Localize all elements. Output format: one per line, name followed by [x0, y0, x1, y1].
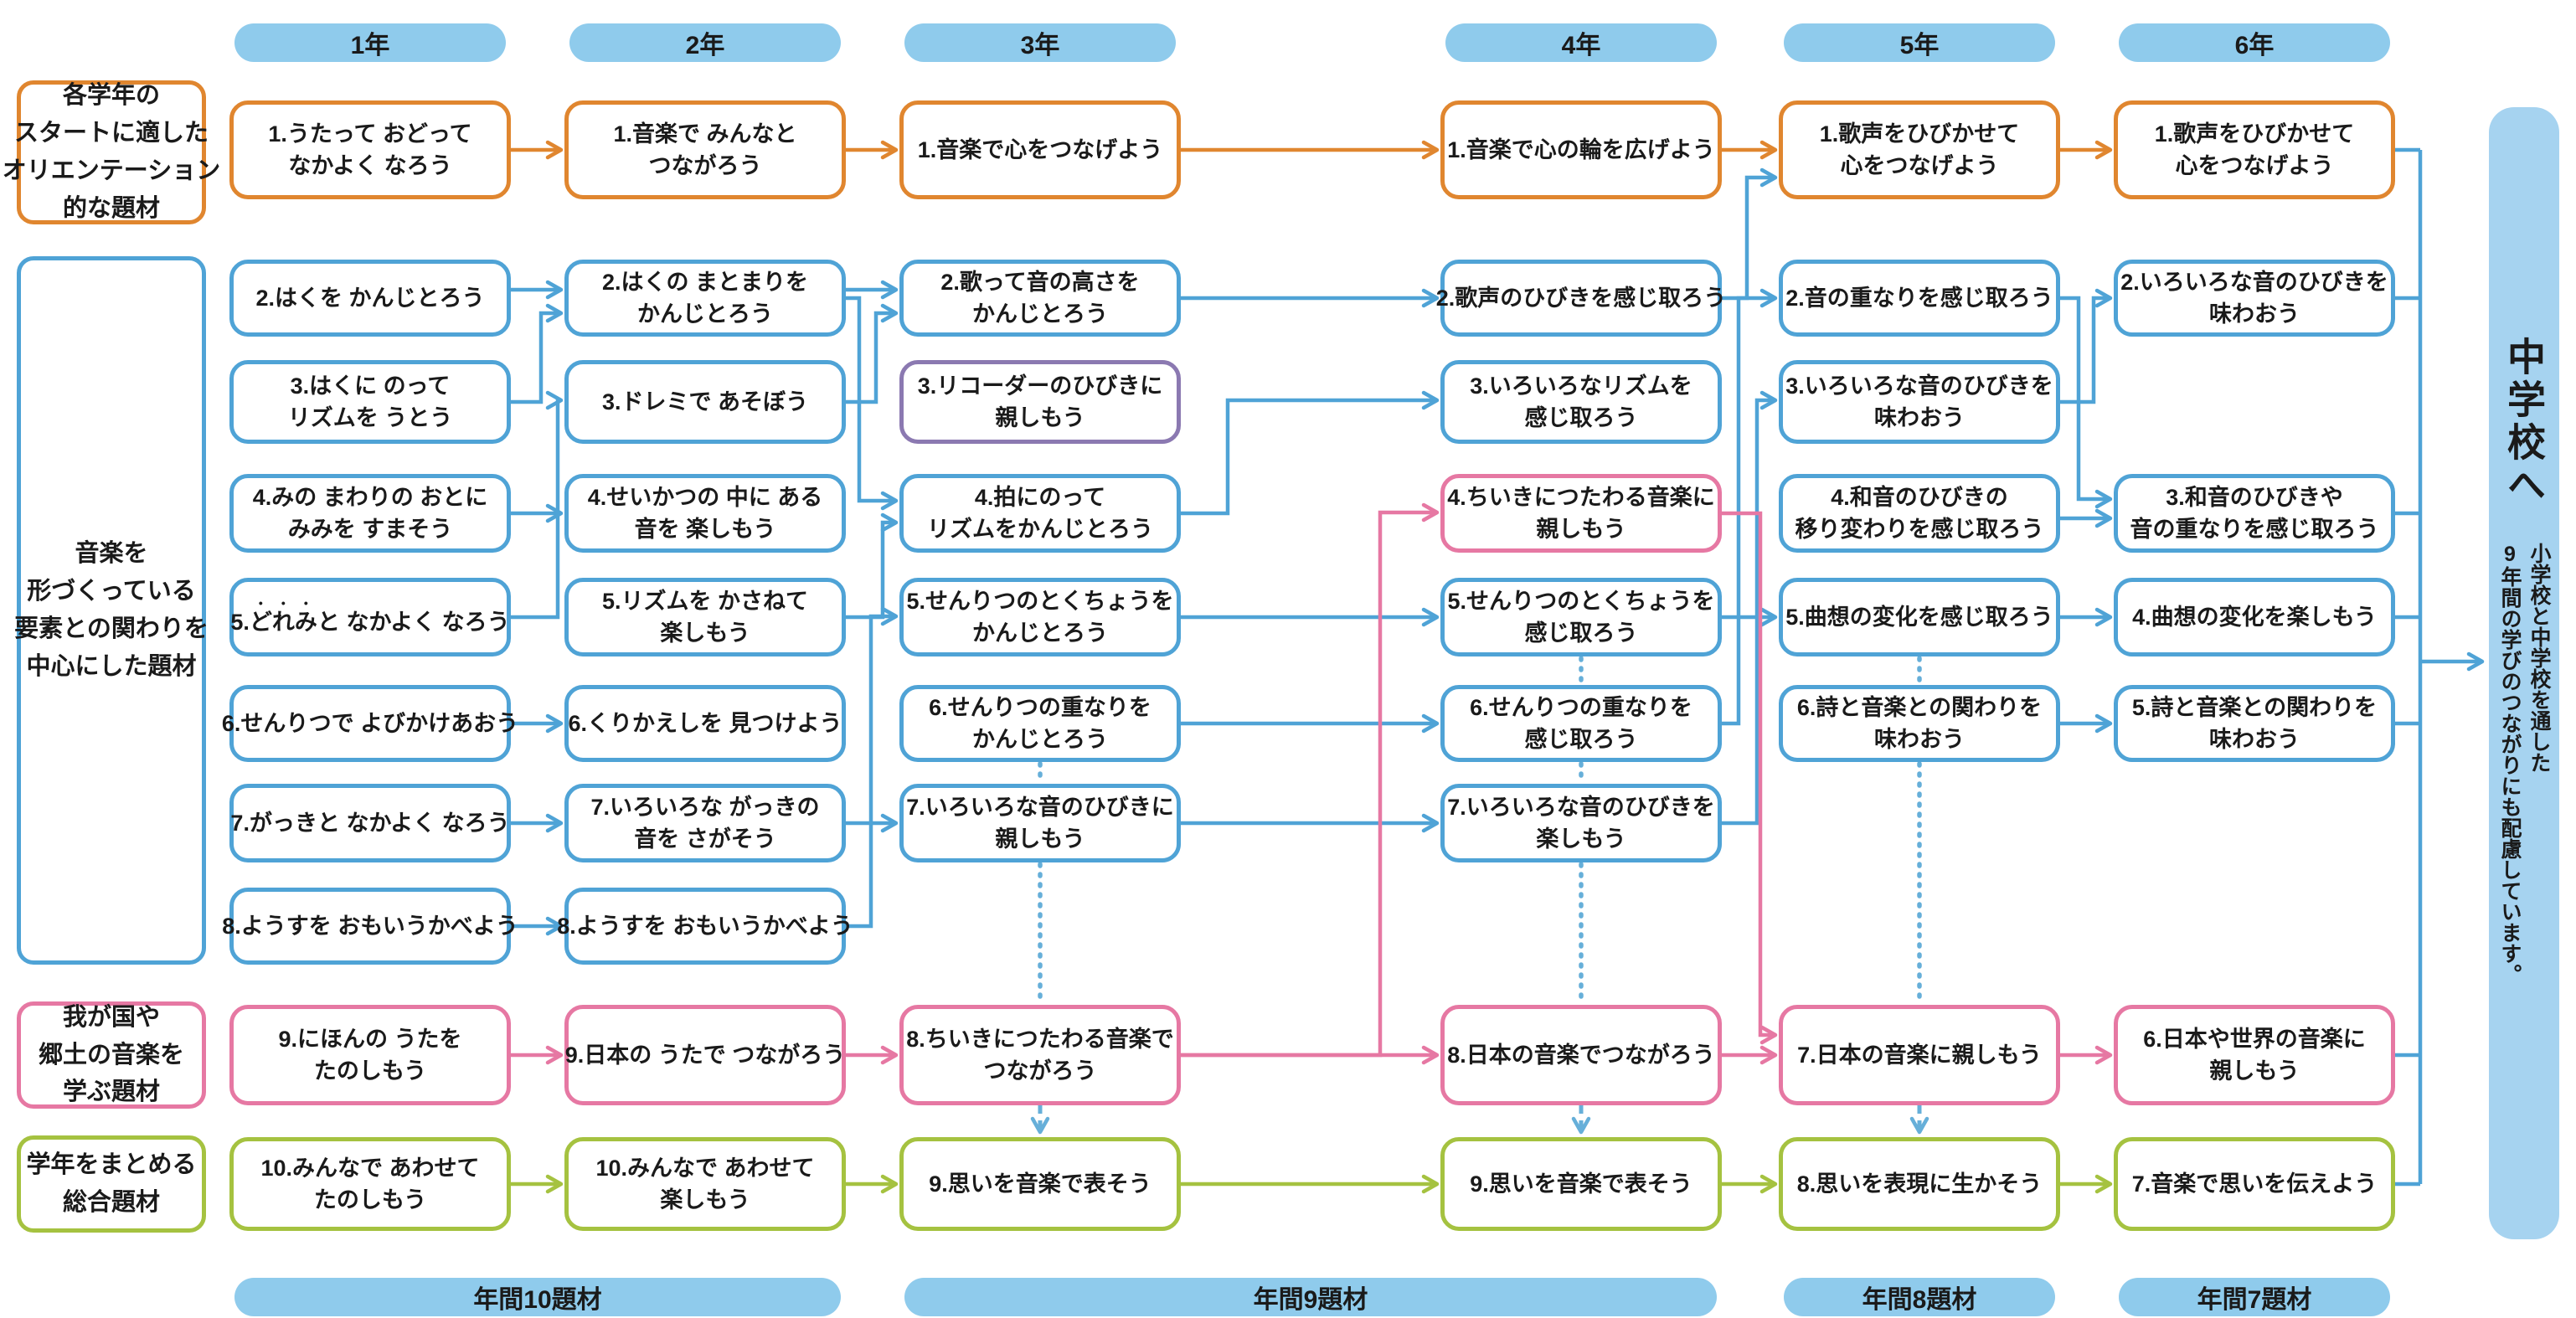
- topic-box-3年-c3-r7: 7.いろいろな音のひびきに親しもう: [899, 784, 1181, 862]
- topic-box-4年-c4-r6: 6.せんりつの重なりを感じ取ろう: [1440, 685, 1722, 762]
- topic-box-3年-c3-r1: 1.音楽で心をつなげよう: [899, 100, 1181, 199]
- topic-box-1年-c1-r6: 6.せんりつで よびかけあおう: [222, 685, 518, 762]
- topic-box-2年-c2-r8: 8.ようすを おもいうかべよう: [557, 888, 853, 965]
- topic-box-1年-c1-r2: 2.はくを かんじとろう: [229, 260, 511, 337]
- topic-box-2年-c2-r5: 5.リズムを かさねて楽しもう: [564, 578, 846, 656]
- middle-school-box: [2489, 107, 2559, 1239]
- middle-school-note-line-1: 小学校と中学校を通した: [2527, 543, 2551, 773]
- topic-box-5年-c5-r5: 5.曲想の変化を感じ取ろう: [1779, 578, 2060, 656]
- topic-box-2年-c2-r4: 4.せいかつの 中に ある音を 楽しもう: [564, 474, 846, 553]
- topic-box-5年-c5-r1: 1.歌声をひびかせて心をつなげよう: [1779, 100, 2060, 199]
- topic-box-5年-c5-r6: 6.詩と音楽との関わりを味わおう: [1779, 685, 2060, 762]
- topic-box-1年-c1-r8: 8.ようすを おもいうかべよう: [222, 888, 518, 965]
- middle-school-note: 小学校と中学校を通した 9年間の学びのつながりにも配慮しています。: [2495, 543, 2553, 1079]
- topic-box-3年-c3-r4: 4.拍にのってリズムをかんじとろう: [899, 474, 1181, 553]
- topic-box-3年-c3-r3: 3.リコーダーのひびきに親しもう: [899, 360, 1181, 444]
- topic-box-3年-c3-pk: 8.ちいきにつたわる音楽でつながろう: [899, 1005, 1181, 1105]
- year-header-3年: 3年: [904, 23, 1176, 62]
- year-header-6年: 6年: [2119, 23, 2390, 62]
- middle-school-note-wrap: 小学校と中学校を通した 9年間の学びのつながりにも配慮しています。: [2492, 543, 2556, 1079]
- topic-box-2年-c2-r7: 7.いろいろな がっきの音を さがそう: [564, 784, 846, 862]
- topic-box-4年-c4-r2: 2.歌声のひびきを感じ取ろう: [1436, 260, 1726, 337]
- topic-box-5年-c5-gr: 8.思いを表現に生かそう: [1779, 1137, 2060, 1231]
- topic-box-6年-c6-r3: 3.和音のひびきや音の重なりを感じ取ろう: [2114, 474, 2395, 553]
- topic-box-3年-c3-r5: 5.せんりつのとくちょうをかんじとろう: [899, 578, 1181, 656]
- topic-box-2年-c2-r1: 1.音楽で みんなとつながろう: [564, 100, 846, 199]
- topic-box-4年-c4-r5: 5.せんりつのとくちょうを感じ取ろう: [1440, 578, 1722, 656]
- middle-school-title: 中学校へ: [2502, 337, 2546, 507]
- annual-pill-年間9題材: 年間9題材: [904, 1278, 1717, 1316]
- category-label-orientation: 各学年のスタートに適したオリエンテーション的な題材: [3, 80, 220, 224]
- category-label-japan: 我が国や郷土の音楽を学ぶ題材: [17, 1001, 206, 1109]
- topic-box-5年-c5-r2: 2.音の重なりを感じ取ろう: [1779, 260, 2060, 337]
- middle-school-note-line-2: 9年間の学びのつながりにも配慮しています。: [2498, 543, 2522, 985]
- topic-box-1年-c1-r7: 7.がっきと なかよく なろう: [229, 784, 511, 862]
- topic-box-2年-c2-gr: 10.みんなで あわせて楽しもう: [564, 1137, 846, 1231]
- topic-box-3年-c3-gr: 9.思いを音楽で表そう: [899, 1137, 1181, 1231]
- year-header-2年: 2年: [569, 23, 841, 62]
- topic-box-2年-c2-r2: 2.はくの まとまりをかんじとろう: [564, 260, 846, 337]
- annual-pill-年間10題材: 年間10題材: [234, 1278, 841, 1316]
- topic-box-4年-c4-r4: 4.ちいきにつたわる音楽に親しもう: [1440, 474, 1722, 553]
- middle-school-title-wrap: 中学校へ: [2489, 337, 2559, 521]
- topic-box-5年-c5-pk: 7.日本の音楽に親しもう: [1779, 1005, 2060, 1105]
- topic-box-5年-c5-r3: 3.いろいろな音のひびきを味わおう: [1779, 360, 2060, 444]
- annual-pill-年間8題材: 年間8題材: [1784, 1278, 2055, 1316]
- topic-box-1年-c1-r1: 1.うたって おどってなかよく なろう: [229, 100, 511, 199]
- annual-pill-年間7題材: 年間7題材: [2119, 1278, 2390, 1316]
- topic-box-6年-c6-r4: 4.曲想の変化を楽しもう: [2114, 578, 2395, 656]
- topic-box-6年-c6-pk: 6.日本や世界の音楽に親しもう: [2114, 1005, 2395, 1105]
- topic-box-1年-c1-r4: 4.みの まわりの おとにみみを すまそう: [229, 474, 511, 553]
- topic-box-2年-c2-r3: 3.ドレミで あそぼう: [564, 360, 846, 444]
- topic-box-4年-c4-pk: 8.日本の音楽でつながろう: [1440, 1005, 1722, 1105]
- topic-box-1年-c1-gr: 10.みんなで あわせてたのしもう: [229, 1137, 511, 1231]
- topic-box-4年-c4-gr: 9.思いを音楽で表そう: [1440, 1137, 1722, 1231]
- topic-box-5年-c5-r4: 4.和音のひびきの移り変わりを感じ取ろう: [1779, 474, 2060, 553]
- topic-box-1年-c1-r5: 5.どれみと なかよく なろう: [229, 578, 511, 656]
- year-header-5年: 5年: [1784, 23, 2055, 62]
- topic-box-3年-c3-r2: 2.歌って音の高さをかんじとろう: [899, 260, 1181, 337]
- year-header-1年: 1年: [234, 23, 506, 62]
- topic-box-4年-c4-r1: 1.音楽で心の輪を広げよう: [1440, 100, 1722, 199]
- category-label-summary: 学年をまとめる総合題材: [17, 1135, 206, 1233]
- topic-box-6年-c6-r2: 2.いろいろな音のひびきを味わおう: [2114, 260, 2395, 337]
- topic-box-6年-c6-r5: 5.詩と音楽との関わりを味わおう: [2114, 685, 2395, 762]
- topic-box-4年-c4-r7: 7.いろいろな音のひびきを楽しもう: [1440, 784, 1722, 862]
- topic-box-6年-c6-gr: 7.音楽で思いを伝えよう: [2114, 1137, 2395, 1231]
- year-header-4年: 4年: [1445, 23, 1717, 62]
- topic-box-1年-c1-r3: 3.はくに のってリズムを うとう: [229, 360, 511, 444]
- topic-box-2年-c2-r6: 6.くりかえしを 見つけよう: [564, 685, 846, 762]
- topic-box-6年-c6-r1: 1.歌声をひびかせて心をつなげよう: [2114, 100, 2395, 199]
- topic-box-4年-c4-r3: 3.いろいろなリズムを感じ取ろう: [1440, 360, 1722, 444]
- topic-box-2年-c2-pk: 9.日本の うたで つながろう: [564, 1005, 846, 1105]
- category-label-elements: 音楽を形づくっている要素との関わりを中心にした題材: [14, 256, 209, 965]
- topic-box-1年-c1-pk: 9.にほんの うたをたのしもう: [229, 1005, 511, 1105]
- topic-box-3年-c3-r6: 6.せんりつの重なりをかんじとろう: [899, 685, 1181, 762]
